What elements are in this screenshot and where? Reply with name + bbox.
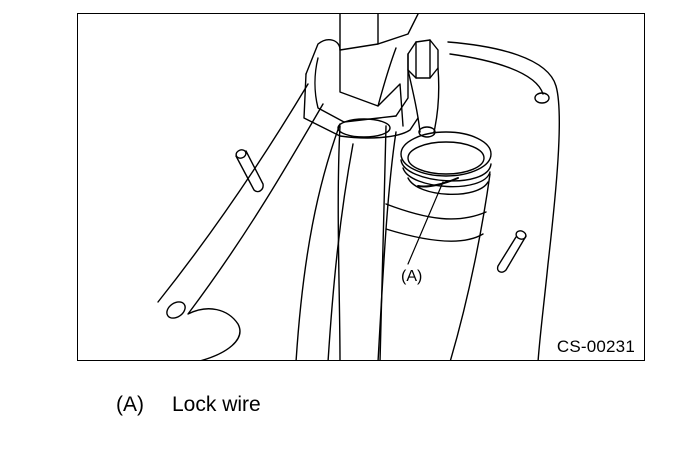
legend-text: Lock wire — [172, 393, 261, 416]
floor-contour-1 — [157, 83, 309, 303]
base-plate-outline — [447, 41, 561, 360]
base-plate-inner — [449, 53, 544, 95]
diagram-frame: (A) CS-00231 — [77, 13, 645, 361]
legend-key: (A) — [116, 393, 144, 416]
shift-rod — [337, 118, 391, 360]
callout-a-leader — [407, 181, 444, 265]
legend-item-a: (A) Lock wire — [116, 393, 261, 417]
housing-band-2 — [385, 228, 484, 242]
shifter-illustration — [157, 14, 561, 360]
housing-band — [385, 203, 487, 220]
housing-right-edge — [449, 173, 491, 360]
locating-pin-right — [496, 230, 527, 273]
callout-a-label: (A) — [401, 268, 423, 285]
locating-pin-left — [235, 149, 264, 193]
clamp-bolt — [407, 39, 440, 138]
floor-contour-3 — [295, 123, 341, 360]
floor-contour-4 — [327, 143, 354, 360]
figure-id-label: CS-00231 — [556, 337, 635, 356]
floor-contour-2 — [187, 103, 324, 360]
clamp-yoke — [303, 14, 419, 139]
lock-wire-ring — [400, 131, 492, 196]
floor-hole-left — [166, 301, 186, 319]
base-plate-hole-right — [534, 92, 550, 104]
housing-left-edge — [377, 131, 397, 360]
